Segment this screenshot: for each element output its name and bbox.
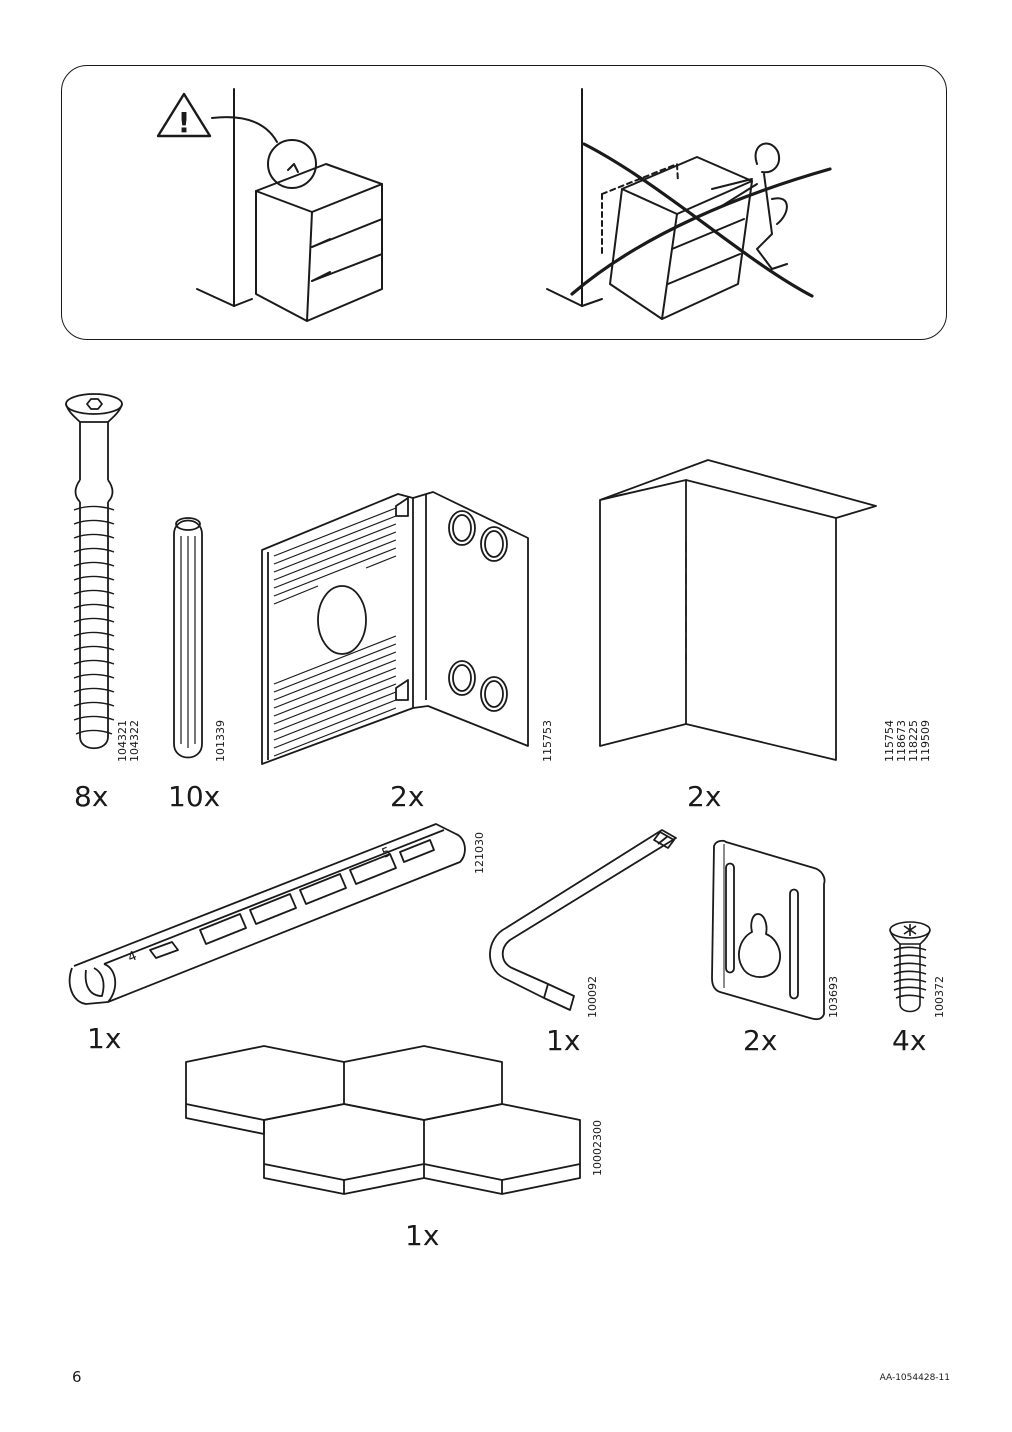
corner-block-icon — [596, 456, 878, 764]
allen-key-icon — [482, 826, 682, 1016]
article-number-label: 103693 — [827, 976, 840, 1018]
svg-text:5: 5 — [380, 845, 393, 862]
article-number-label: 100092 — [586, 976, 599, 1018]
wall-anchor-correct-illustration: ! — [152, 84, 492, 324]
article-number-label: 100372 — [933, 976, 946, 1018]
document-code: AA-1054428-11 — [879, 1373, 950, 1383]
warning-panel: ! — [61, 65, 947, 340]
quantity-label: 2x — [687, 780, 722, 813]
article-number-label: 10002300 — [591, 1120, 604, 1176]
quantity-label: 8x — [74, 780, 109, 813]
article-number-label: 101339 — [214, 720, 227, 762]
short-screw-icon — [886, 920, 934, 1016]
quantity-label: 2x — [390, 780, 425, 813]
quantity-label: 2x — [743, 1024, 778, 1057]
article-number-label: 115753 — [541, 720, 554, 762]
quantity-label: 1x — [87, 1022, 122, 1055]
quantity-label: 10x — [168, 780, 221, 813]
warning-triangle-icon — [158, 94, 210, 136]
quantity-label: 1x — [546, 1024, 581, 1057]
quantity-label: 1x — [405, 1219, 440, 1252]
keyhole-wall-plate-icon — [706, 838, 830, 1022]
quantity-label: 4x — [892, 1024, 927, 1057]
corner-bracket-icon — [258, 488, 534, 766]
exclamation-icon: ! — [178, 106, 191, 139]
page-number: 6 — [72, 1368, 82, 1386]
hexagon-felt-pads-icon — [182, 1042, 584, 1198]
tipping-hazard-illustration — [542, 84, 862, 324]
cam-screw-icon — [60, 392, 130, 762]
drill-guide-rail-icon: 4 5 — [64, 818, 472, 1018]
wooden-dowel-icon — [170, 512, 206, 764]
